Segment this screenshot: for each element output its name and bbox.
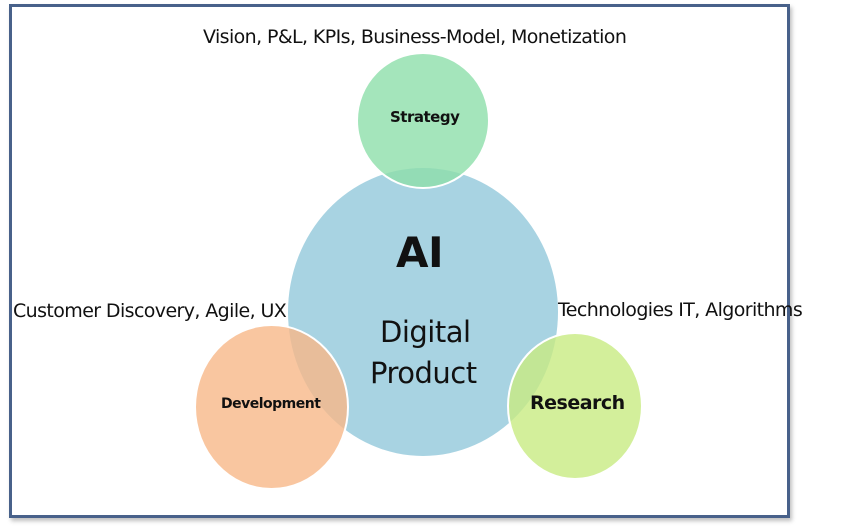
strategy-circle (356, 52, 490, 189)
research-circle (507, 332, 643, 480)
strategy-annotation: Vision, P&L, KPIs, Business-Model, Monet… (203, 26, 627, 48)
center-title: AI (396, 228, 444, 277)
strategy-label: Strategy (390, 108, 460, 126)
development-annotation: Customer Discovery, Agile, UX (13, 300, 287, 322)
center-subtitle-line1: Digital (380, 315, 471, 349)
research-annotation: Technologies IT, Algorithms (558, 299, 803, 321)
development-circle (194, 324, 349, 490)
center-subtitle-line2: Product (370, 356, 477, 390)
research-label: Research (530, 392, 625, 414)
development-label: Development (221, 396, 321, 412)
